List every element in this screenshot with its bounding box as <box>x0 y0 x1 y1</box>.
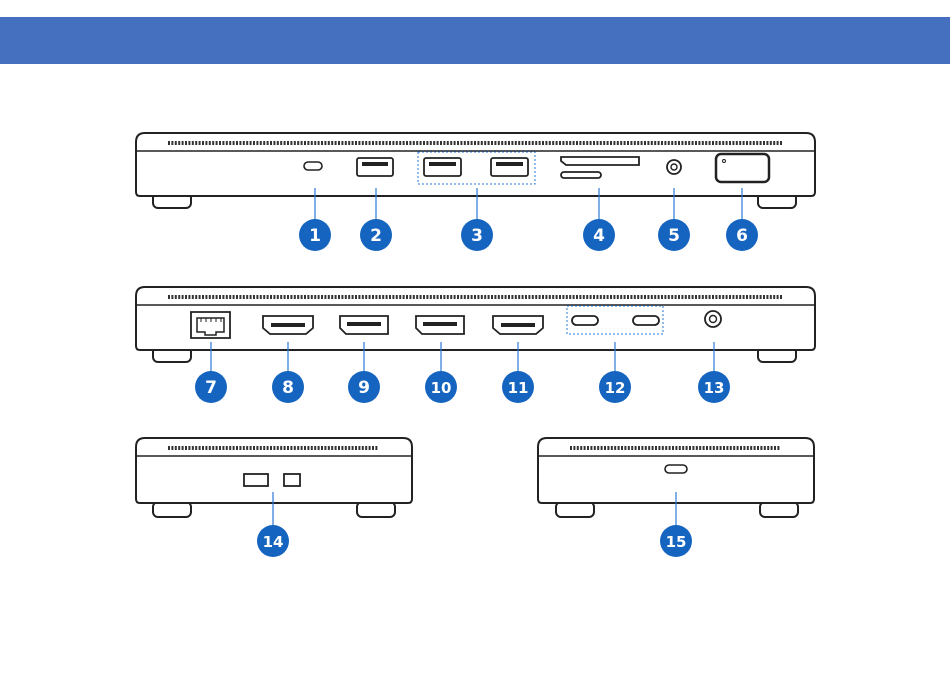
callout-7: 7 <box>195 371 227 403</box>
svg-text:6: 6 <box>736 226 748 246</box>
callouts: 1 2 3 4 5 6 7 8 9 10 11 12 13 14 15 <box>195 219 758 557</box>
callout-1: 1 <box>299 219 331 251</box>
svg-text:3: 3 <box>471 226 483 246</box>
svg-text:14: 14 <box>263 533 284 551</box>
callout-14: 14 <box>257 525 289 557</box>
foot-left <box>153 502 191 517</box>
callout-6: 6 <box>726 219 758 251</box>
callout-2: 2 <box>360 219 392 251</box>
svg-text:9: 9 <box>358 378 370 398</box>
callout-5: 5 <box>658 219 690 251</box>
callout-11: 11 <box>502 371 534 403</box>
foot-right <box>760 502 798 517</box>
callout-13: 13 <box>698 371 730 403</box>
svg-text:8: 8 <box>282 378 294 398</box>
callout-10: 10 <box>425 371 457 403</box>
callout-9: 9 <box>348 371 380 403</box>
foot-left <box>556 502 594 517</box>
svg-text:7: 7 <box>205 378 217 398</box>
callout-3: 3 <box>461 219 493 251</box>
svg-text:10: 10 <box>431 379 452 397</box>
svg-text:2: 2 <box>370 226 382 246</box>
svg-text:11: 11 <box>508 379 529 397</box>
foot-right <box>357 502 395 517</box>
left-side-view <box>136 438 412 517</box>
svg-text:1: 1 <box>309 226 321 246</box>
svg-text:13: 13 <box>704 379 725 397</box>
svg-text:15: 15 <box>666 533 687 551</box>
callout-15: 15 <box>660 525 692 557</box>
callout-4: 4 <box>583 219 615 251</box>
svg-text:5: 5 <box>668 226 680 246</box>
callout-8: 8 <box>272 371 304 403</box>
rear-view <box>136 287 815 362</box>
front-view <box>136 133 815 208</box>
callout-12: 12 <box>599 371 631 403</box>
svg-text:12: 12 <box>605 379 626 397</box>
svg-text:4: 4 <box>593 226 605 246</box>
